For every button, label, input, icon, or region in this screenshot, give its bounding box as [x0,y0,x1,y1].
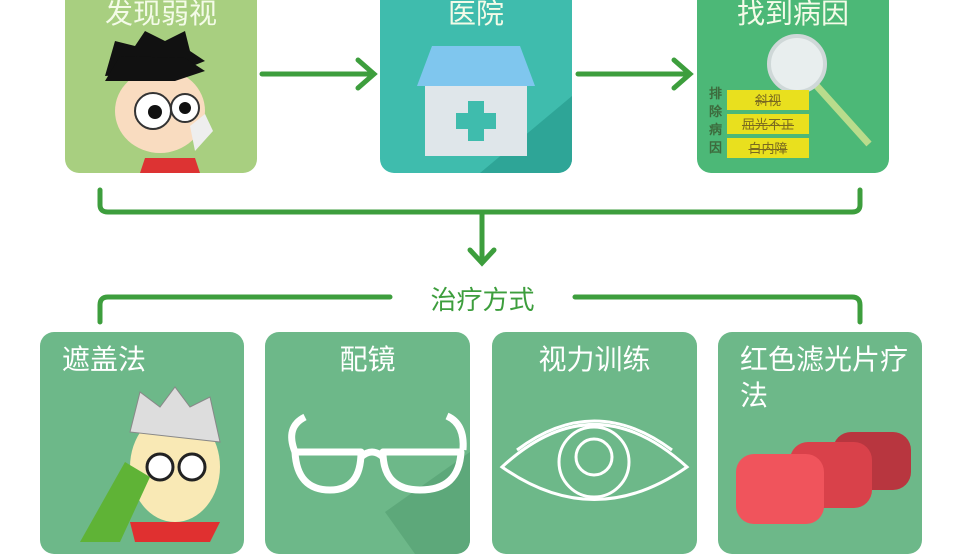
treatment-vision-training: 视力训练 [492,332,697,554]
step-discover-amblyopia: 发现弱视 [65,0,257,173]
cause-item: 屈光不正 [727,114,809,134]
treatment-red-filter: 红色滤光片疗法 [718,332,922,554]
red-filter-icon [736,432,911,524]
step-hospital: 医院 [380,0,572,173]
treatment-label: 遮盖法 [62,343,147,376]
cause-item: 斜视 [727,90,809,110]
cause-item: 白内障 [727,138,809,158]
old-man-illustration [80,386,221,542]
treatment-label: 视力训练 [538,343,651,376]
treatment-glasses: 配镜 [265,332,470,554]
magnifier-icon [767,34,872,147]
hospital-icon [417,46,572,173]
cause-list: 斜视 屈光不正 白内障 [727,90,809,158]
eye-icon [499,419,690,501]
step-find-cause: 找到病因 排除病因 斜视 屈光不正 白内障 [697,0,889,173]
treatment-occlusion: 遮盖法 [40,332,244,554]
treatment-label: 红色滤光片疗法 [740,343,909,412]
cause-heading: 排除病因 [709,87,723,156]
boy-illustration [105,31,213,173]
step-label: 医院 [447,0,504,30]
section-title: 治疗方式 [430,286,535,316]
treatment-label: 配镜 [339,343,396,376]
step-label: 找到病因 [736,0,849,30]
connector-lines [97,57,863,325]
step-label: 发现弱视 [104,0,217,30]
glasses-icon [288,412,470,554]
